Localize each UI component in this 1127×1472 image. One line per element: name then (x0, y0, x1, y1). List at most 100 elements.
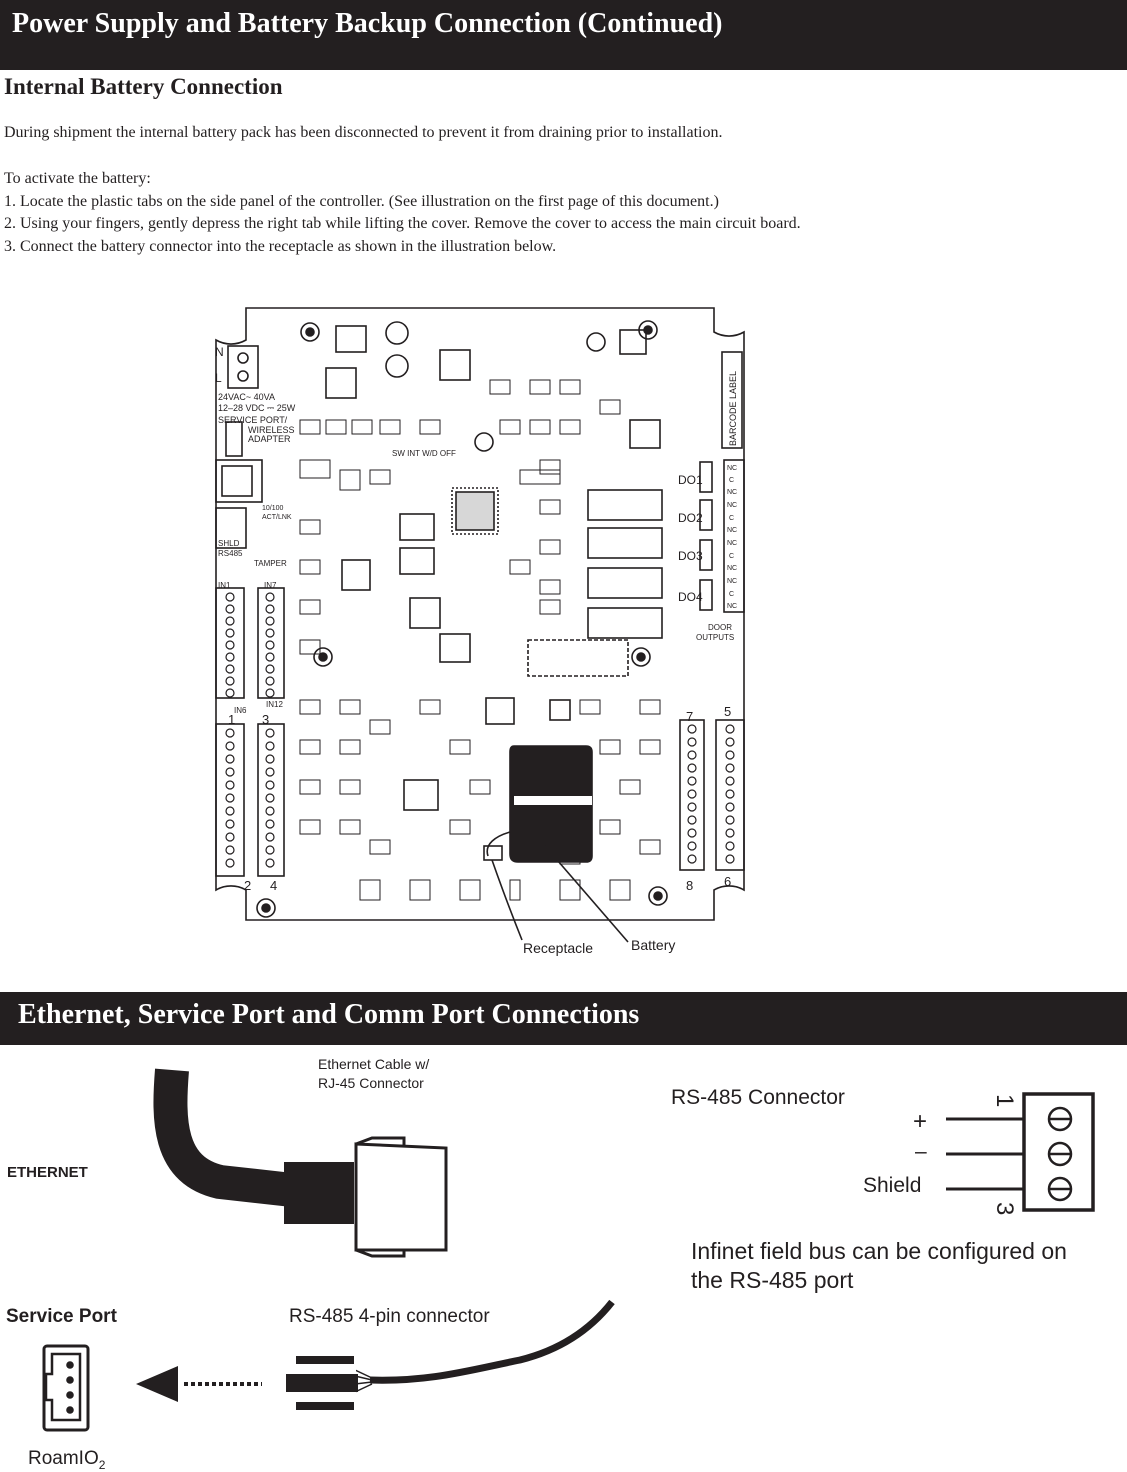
service-port-header (225, 421, 243, 457)
barcode-label-text: BARCODE LABEL (728, 371, 738, 446)
chip (325, 367, 357, 399)
arrow-head (136, 1366, 178, 1402)
nc-label: NC (727, 578, 737, 585)
capacitor (385, 354, 409, 378)
power-label-1: 24VAC~ 40VA (218, 392, 275, 402)
battery-pack (509, 745, 593, 863)
terminal-number-7: 7 (686, 709, 693, 724)
section-title: Ethernet, Service Port and Comm Port Con… (18, 999, 640, 1030)
n-marker: N (215, 345, 224, 359)
chip (619, 329, 647, 355)
chip (549, 699, 571, 721)
service-port-label: Service Port (6, 1306, 117, 1327)
rs485-text: RS485 (218, 549, 243, 558)
rs485-connector-label: RS-485 Connector (671, 1086, 845, 1109)
do4-label: DO4 (678, 590, 703, 604)
infinet-note-line1: Infinet field bus can be configured on (691, 1238, 1067, 1264)
chip (335, 325, 367, 353)
do2-label: DO2 (678, 511, 703, 525)
nc-terminal-block (723, 459, 745, 613)
barcode-label-box (721, 351, 743, 449)
capacitor (586, 332, 606, 352)
rj45-connector (354, 1142, 448, 1252)
terminal-number-2: 2 (244, 878, 251, 893)
ethernet-cable-label: Ethernet Cable w/ RJ-45 Connector (318, 1055, 429, 1093)
rs485-4pin-label: RS-485 4-pin connector (289, 1306, 490, 1327)
mount-hole (256, 898, 276, 918)
door-outputs-1: DOOR (708, 623, 732, 632)
ethernet-cable-label-line2: RJ-45 Connector (318, 1075, 424, 1091)
in7-label: IN7 (264, 581, 277, 590)
input-terminal-block-b (215, 723, 245, 877)
activate-lead: To activate the battery: (4, 170, 151, 187)
roamio-label-text: RoamIO (28, 1448, 99, 1469)
terminal-number-1: 1 (228, 712, 235, 727)
nc-label: NC (727, 527, 737, 534)
rs485-4pin-plug (296, 1356, 354, 1410)
battery-leader (544, 845, 629, 943)
sw-label: SW INT W/D OFF (392, 449, 456, 458)
chip (409, 597, 441, 629)
section-banner-ethernet: Ethernet, Service Port and Comm Port Con… (0, 992, 1127, 1045)
nc-label: NC (727, 603, 737, 610)
chip (629, 419, 661, 449)
power-terminal (227, 345, 259, 389)
intro-paragraph: During shipment the internal battery pac… (4, 124, 723, 141)
capacitor (474, 432, 494, 452)
terminal-number-8: 8 (686, 878, 693, 893)
heading-internal-battery: Internal Battery Connection (4, 74, 283, 99)
in12-label: IN12 (266, 700, 283, 709)
nc-label: C (729, 477, 734, 484)
in6-label: IN6 (234, 706, 247, 715)
receptacle-leader (491, 859, 523, 941)
relay (587, 567, 663, 599)
rs485-terminal-block (1022, 1092, 1095, 1212)
mount-hole (313, 647, 333, 667)
pin-3-label: 3 (991, 1202, 1018, 1215)
terminal-number-3: 3 (262, 712, 269, 727)
ethernet-cable-label-line1: Ethernet Cable w/ (318, 1056, 430, 1072)
nc-label: NC (727, 489, 737, 496)
rj45-boot (284, 1162, 354, 1224)
nc-label: NC (727, 465, 737, 472)
nc-label: NC (727, 502, 737, 509)
eth-label-2: ACT/LNK (262, 514, 292, 521)
capacitor (385, 321, 409, 345)
relay (587, 527, 663, 559)
chip (403, 779, 439, 811)
tamper-text: TAMPER (254, 559, 287, 568)
rs485-terminal (215, 507, 247, 549)
mount-hole (300, 322, 320, 342)
power-label-2: 12–28 VDC ⎓ 25W (218, 403, 296, 413)
relay (587, 607, 663, 639)
ethernet-jack (215, 459, 263, 503)
processor-chip (451, 487, 499, 535)
terminal-number-6: 6 (724, 874, 731, 889)
terminal-number-4: 4 (270, 878, 277, 893)
wireless-text-2: ADAPTER (248, 434, 291, 444)
pin-1-label: 1 (991, 1094, 1018, 1107)
chip (399, 547, 435, 575)
step-3: 3. Connect the battery connector into th… (4, 238, 557, 255)
minus-label: – (915, 1140, 927, 1163)
chip (399, 513, 435, 541)
l-marker: L (215, 371, 222, 385)
chip (527, 639, 629, 677)
section-title: Power Supply and Battery Backup Connecti… (12, 8, 723, 39)
ethernet-label: ETHERNET (7, 1164, 88, 1181)
chip (439, 633, 471, 663)
roamio-label: RoamIO2 (28, 1448, 105, 1472)
chip (485, 697, 515, 725)
section-banner-power-supply: Power Supply and Battery Backup Connecti… (0, 0, 1127, 70)
nc-label: C (729, 515, 734, 522)
output-terminal-block (715, 719, 745, 871)
mount-hole (638, 320, 658, 340)
service-port-text: SERVICE PORT/ (218, 415, 288, 425)
relay (587, 489, 663, 521)
eth-label-1: 10/100 (262, 505, 284, 512)
door-outputs-2: OUTPUTS (696, 633, 734, 642)
step-1: 1. Locate the plastic tabs on the side p… (4, 193, 719, 210)
infinet-note: Infinet field bus can be configured on t… (691, 1237, 1067, 1295)
ethernet-cable (153, 1068, 294, 1207)
nc-label: NC (727, 540, 737, 547)
